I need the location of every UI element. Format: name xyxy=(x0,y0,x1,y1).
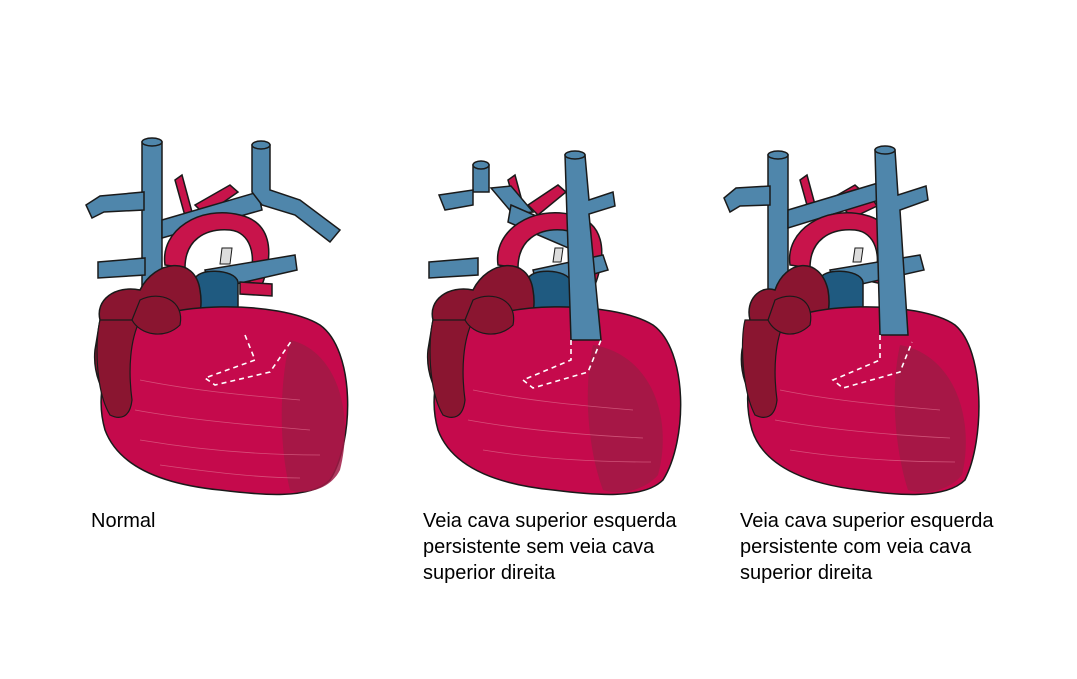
heart-both-svc-illustration xyxy=(723,145,980,496)
caption-line: persistente sem veia cava xyxy=(423,536,655,558)
coronary-sinus-dashed xyxy=(831,335,913,389)
heart-normal-illustration xyxy=(85,137,349,496)
caption-line: superior direita xyxy=(740,562,873,584)
heart-left-svc-only-illustration xyxy=(426,150,682,496)
caption-line: superior direita xyxy=(423,562,556,584)
right-brachiocephalic-vein xyxy=(489,185,535,215)
left-superior-vena-cava xyxy=(874,149,929,336)
caption-left-svc-with-right-svc: Veia cava superior esquerda persistente … xyxy=(740,508,994,586)
brachiocephalic-artery xyxy=(174,173,193,218)
coronary-sinus-dashed xyxy=(521,339,602,389)
caption-normal: Normal xyxy=(91,508,155,534)
coronary-sinus-dashed xyxy=(203,334,293,386)
left-superior-vena-cava xyxy=(564,154,616,341)
caption-line: Veia cava superior esquerda xyxy=(740,510,994,532)
right-auricle xyxy=(131,295,182,335)
caption-left-svc-without-right-svc: Veia cava superior esquerda persistente … xyxy=(423,508,677,586)
caption-line: Normal xyxy=(91,510,156,532)
left-ventricle-shade xyxy=(281,340,345,492)
caption-line: persistente com veia cava xyxy=(740,536,972,558)
caption-line: Veia cava superior esquerda xyxy=(423,510,677,532)
right-brachiocephalic-vein xyxy=(85,191,145,220)
